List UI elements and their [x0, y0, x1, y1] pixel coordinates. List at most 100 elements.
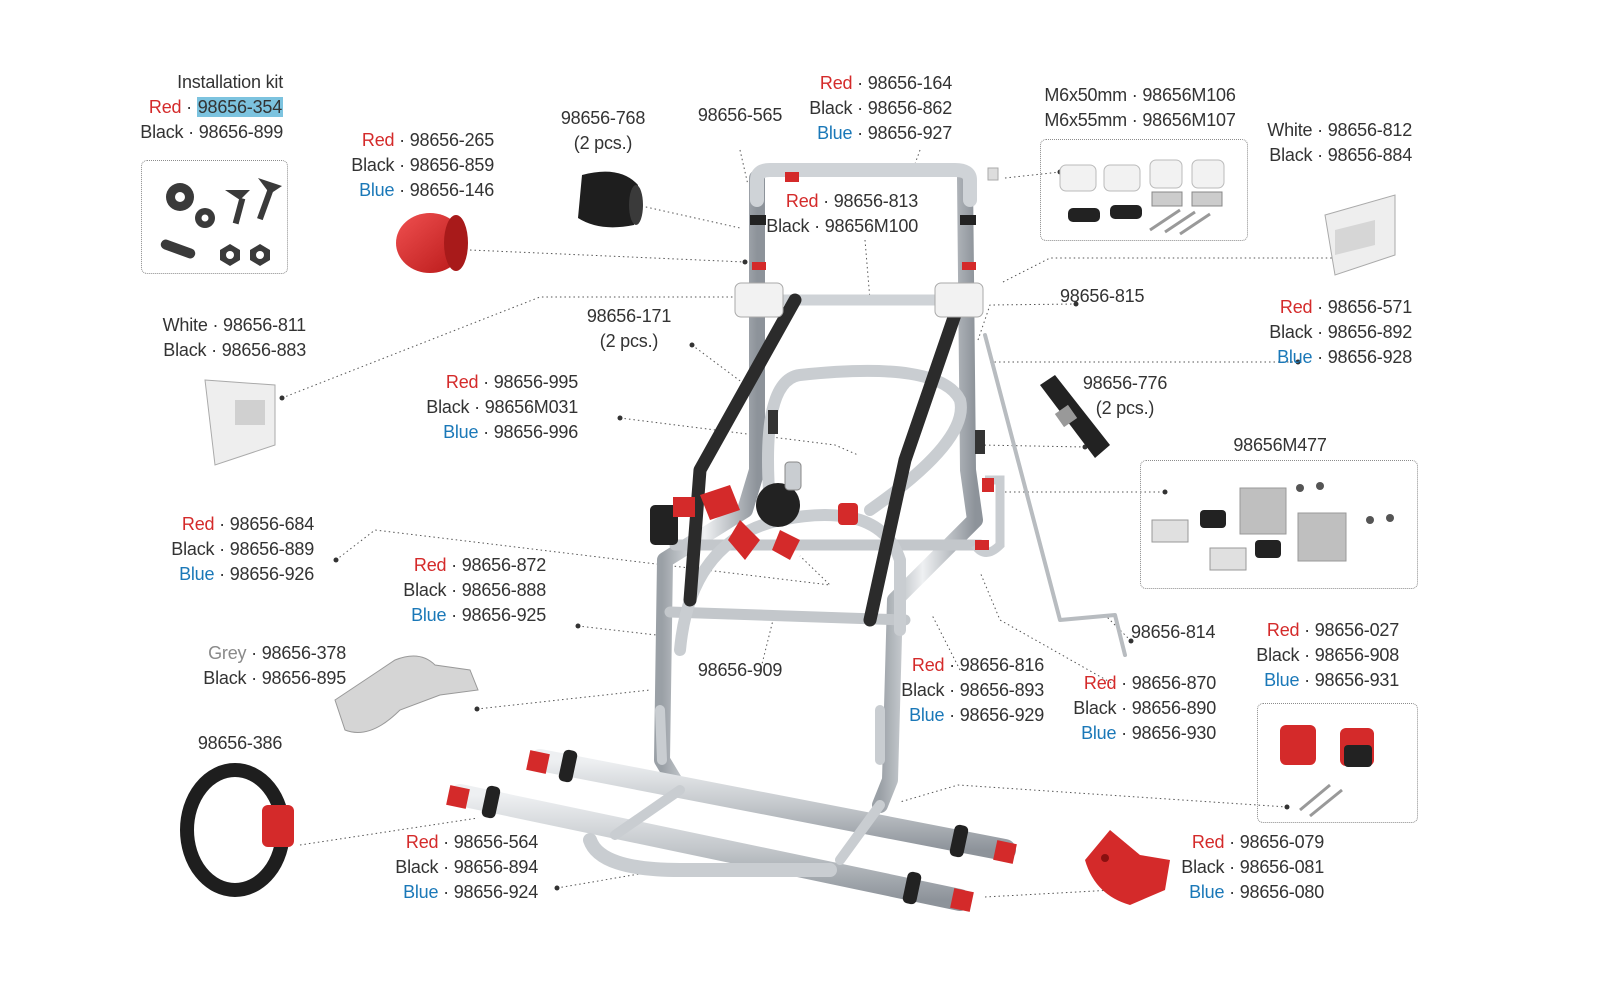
- part-code: 98656-080: [1239, 882, 1324, 902]
- sep: ·: [438, 857, 454, 877]
- sep: ·: [852, 98, 868, 118]
- part-code: 98656-862: [867, 98, 952, 118]
- sep: ·: [394, 130, 410, 150]
- part-code: 98656-386: [197, 733, 283, 753]
- part-code: 98656-571: [1327, 297, 1412, 317]
- part-code: 98656-768: [560, 108, 646, 128]
- part-code: 98656-895: [261, 668, 346, 688]
- part-code: 98656-565: [697, 105, 783, 125]
- label-98656-814: 98656-814: [1131, 620, 1241, 645]
- color-blue: Blue: [403, 882, 439, 902]
- rail-strap-thumb: [180, 763, 294, 897]
- end-plug-box: [1257, 703, 1418, 823]
- part-code: 98656-884: [1327, 145, 1412, 165]
- color-red: Red: [911, 655, 945, 675]
- label-top-bar: Red · 98656-164 Black · 98656-862 Blue ·…: [790, 71, 952, 146]
- label-98656-565: 98656-565: [685, 103, 795, 128]
- color-blue: Blue: [1264, 670, 1300, 690]
- part-code: 98656-893: [959, 680, 1044, 700]
- part-code: 98656-564: [453, 832, 538, 852]
- sep: ·: [214, 514, 230, 534]
- color-red: Red: [1191, 832, 1225, 852]
- color-red: Red: [413, 555, 447, 575]
- label-bike-holder: Red · 98656-995 Black · 98656M031 Blue ·…: [420, 370, 578, 445]
- color-red: Red: [405, 832, 439, 852]
- black-cap-thumb: [578, 171, 643, 228]
- sep: ·: [1116, 723, 1132, 743]
- install-kit-code-red-highlighted[interactable]: 98656-354: [196, 97, 283, 117]
- part-code: 98656-812: [1327, 120, 1412, 140]
- color-black: Black: [766, 216, 810, 236]
- color-black: Black: [426, 397, 470, 417]
- sep: ·: [438, 882, 454, 902]
- sep: ·: [1312, 120, 1328, 140]
- sep: ·: [394, 155, 410, 175]
- part-code: 98656-872: [461, 555, 546, 575]
- color-black: Black: [809, 98, 853, 118]
- sep: ·: [214, 564, 230, 584]
- color-grey: Grey: [208, 643, 247, 663]
- label-98656-386: 98656-386: [185, 731, 295, 756]
- color-blue: Blue: [909, 705, 945, 725]
- part-code: 98656-889: [229, 539, 314, 559]
- color-red: Red: [1279, 297, 1313, 317]
- part-code: 98656-925: [461, 605, 546, 625]
- part-code: 98656-146: [409, 180, 494, 200]
- sep: ·: [246, 643, 262, 663]
- screw-spec: M6x50mm · 98656M106: [1044, 85, 1236, 105]
- screw-spec: M6x55mm · 98656M107: [1044, 110, 1236, 130]
- color-black: Black: [203, 668, 247, 688]
- label-98656-768: 98656-768 (2 pcs.): [548, 106, 658, 156]
- part-code: 98656-813: [833, 191, 918, 211]
- color-black: Black: [1256, 645, 1300, 665]
- installation-kit-icons: [160, 178, 282, 266]
- sep: ·: [446, 605, 462, 625]
- color-blue: Blue: [817, 123, 853, 143]
- sep: ·: [478, 422, 494, 442]
- color-blue: Blue: [1189, 882, 1225, 902]
- part-code: 98656-883: [221, 340, 306, 360]
- color-red: Red: [785, 191, 819, 211]
- sep: ·: [446, 555, 462, 575]
- color-black: Black: [1269, 145, 1313, 165]
- part-code: 98656-929: [959, 705, 1044, 725]
- part-code: 98656-996: [493, 422, 578, 442]
- color-red: Red: [361, 130, 395, 150]
- sep: ·: [944, 705, 960, 725]
- color-black: Black: [1269, 322, 1313, 342]
- part-code: 98656-927: [867, 123, 952, 143]
- strap-buckle-thumb: [1040, 375, 1110, 458]
- sep: ·: [809, 216, 825, 236]
- part-code: 98656M100: [824, 216, 918, 236]
- color-red: Red: [819, 73, 853, 93]
- install-kit-title: Installation kit: [177, 72, 283, 92]
- color-blue: Blue: [443, 422, 479, 442]
- part-code: 98656M477: [1233, 435, 1327, 455]
- sep: ·: [206, 340, 222, 360]
- part-code: 98656-027: [1314, 620, 1399, 640]
- label-crank-joint: Red · 98656-870 Black · 98656-890 Blue ·…: [1062, 671, 1216, 746]
- white-bracket-right-thumb: [1324, 194, 1396, 276]
- sep: ·: [1224, 882, 1240, 902]
- quantity-note: (2 pcs.): [599, 331, 659, 351]
- mounting-plate-box: [1140, 460, 1418, 589]
- label-frame-clip: Red · 98656-571 Black · 98656-892 Blue ·…: [1260, 295, 1412, 370]
- carrier-frame: [449, 163, 1127, 911]
- sep: ·: [181, 97, 197, 117]
- part-code: 98656-870: [1131, 673, 1216, 693]
- sep: ·: [183, 122, 199, 142]
- frame-details: [446, 167, 1017, 912]
- part-code: 98656-171: [586, 306, 672, 326]
- color-red: Red: [181, 514, 215, 534]
- sep: ·: [1299, 620, 1315, 640]
- sep: ·: [446, 580, 462, 600]
- part-code: 98656-892: [1327, 322, 1412, 342]
- white-bracket-left-thumb: [204, 379, 276, 466]
- hardware-set-thumb: [1059, 159, 1225, 236]
- part-code: 98656-890: [1131, 698, 1216, 718]
- sep: ·: [1299, 645, 1315, 665]
- color-black: Black: [351, 155, 395, 175]
- sep: ·: [944, 680, 960, 700]
- sep: ·: [1224, 832, 1240, 852]
